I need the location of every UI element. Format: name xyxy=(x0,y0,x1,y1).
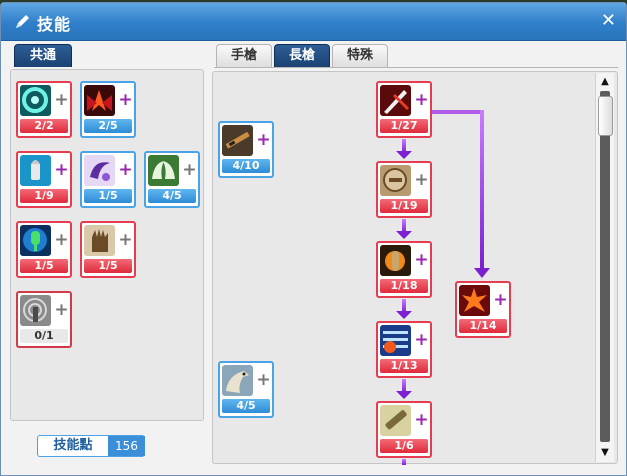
skill-card[interactable]: + 1/14 xyxy=(455,281,511,338)
skill-level: 1/9 xyxy=(20,189,68,203)
close-icon[interactable]: ✕ xyxy=(600,10,616,31)
add-point-icon[interactable]: + xyxy=(54,230,69,250)
skill-level: 2/2 xyxy=(20,119,68,133)
skill-level: 0/1 xyxy=(20,329,68,343)
skill-level: 1/5 xyxy=(20,259,68,273)
skill-card[interactable]: + 2/5 xyxy=(80,81,136,138)
mic-icon xyxy=(20,225,51,256)
cannon-icon xyxy=(380,405,411,436)
add-point-icon[interactable]: + xyxy=(414,90,429,110)
eagle-icon xyxy=(222,365,253,396)
skill-level: 1/14 xyxy=(459,319,507,333)
skill-card[interactable]: + 1/19 xyxy=(376,161,432,218)
glove-icon xyxy=(84,225,115,256)
tab-pistol[interactable]: 手槍 xyxy=(216,44,272,67)
rifle-icon xyxy=(222,125,253,156)
scrollbar[interactable]: ▲ ▼ xyxy=(595,73,614,462)
add-point-icon[interactable]: + xyxy=(414,250,429,270)
skill-points-value: 156 xyxy=(108,436,145,456)
add-point-icon[interactable]: + xyxy=(493,290,508,310)
add-point-icon[interactable]: + xyxy=(414,330,429,350)
skill-level: 4/5 xyxy=(222,399,270,413)
signal-icon xyxy=(20,295,51,326)
bullet-icon xyxy=(20,155,51,186)
add-point-icon[interactable]: + xyxy=(118,160,133,180)
add-point-icon[interactable]: + xyxy=(256,130,271,150)
skill-level: 1/5 xyxy=(84,259,132,273)
pen-icon xyxy=(16,15,29,28)
skill-card[interactable]: + 4/10 xyxy=(218,121,274,178)
add-point-icon[interactable]: + xyxy=(118,90,133,110)
skill-card[interactable]: + 2/2 xyxy=(16,81,72,138)
add-point-icon[interactable]: + xyxy=(54,90,69,110)
skill-card[interactable]: + 1/5 xyxy=(16,221,72,278)
scroll-track[interactable] xyxy=(600,91,610,442)
add-point-icon[interactable]: + xyxy=(414,170,429,190)
weapon-tabs: 手槍 長槍 特殊 xyxy=(214,44,618,68)
skill-level: 1/6 xyxy=(380,439,428,453)
window-title: 技能 xyxy=(37,15,72,34)
tab-divider xyxy=(214,67,618,68)
claw-icon xyxy=(84,155,115,186)
wing-icon xyxy=(148,155,179,186)
skill-points-label: 技能點 xyxy=(53,438,93,453)
scroll-thumb[interactable] xyxy=(598,96,613,136)
flame-wings-icon xyxy=(84,85,115,116)
add-point-icon[interactable]: + xyxy=(182,160,197,180)
scroll-down-icon[interactable]: ▼ xyxy=(601,447,609,458)
add-point-icon[interactable]: + xyxy=(54,160,69,180)
slash-icon xyxy=(380,85,411,116)
tab-common[interactable]: 共通 xyxy=(14,44,72,67)
skill-level: 4/5 xyxy=(148,189,196,203)
skill-card[interactable]: + 4/5 xyxy=(218,361,274,418)
add-point-icon[interactable]: + xyxy=(118,230,133,250)
skill-card[interactable]: + 1/6 xyxy=(376,401,432,458)
skill-card[interactable]: + 1/5 xyxy=(80,151,136,208)
tab-special[interactable]: 特殊 xyxy=(332,44,388,67)
title-bar[interactable]: 技能 ✕ xyxy=(1,3,626,41)
skill-card[interactable]: + 1/5 xyxy=(80,221,136,278)
add-point-icon[interactable]: + xyxy=(256,370,271,390)
skill-points-box: 技能點 156 xyxy=(37,435,145,457)
skill-level: 2/5 xyxy=(84,119,132,133)
skill-level: 1/18 xyxy=(380,279,428,293)
tab-rifle[interactable]: 長槍 xyxy=(274,44,330,67)
shield-badge-icon xyxy=(380,165,411,196)
skill-card[interactable]: + 4/5 xyxy=(144,151,200,208)
skill-card[interactable]: + 0/1 xyxy=(16,291,72,348)
burst-icon xyxy=(380,325,411,356)
skill-card[interactable]: + 1/18 xyxy=(376,241,432,298)
fire-shot-icon xyxy=(380,245,411,276)
skill-card[interactable]: + 1/13 xyxy=(376,321,432,378)
skill-level: 1/13 xyxy=(380,359,428,373)
skill-level: 1/19 xyxy=(380,199,428,213)
add-point-icon[interactable]: + xyxy=(414,410,429,430)
skill-card[interactable]: + 1/27 xyxy=(376,81,432,138)
swirl-icon xyxy=(20,85,51,116)
scroll-up-icon[interactable]: ▲ xyxy=(601,76,609,87)
skill-level: 1/5 xyxy=(84,189,132,203)
explosion-icon xyxy=(459,285,490,316)
skill-card[interactable]: + 1/9 xyxy=(16,151,72,208)
skill-level: 4/10 xyxy=(222,159,270,173)
skill-level: 1/27 xyxy=(380,119,428,133)
add-point-icon[interactable]: + xyxy=(54,300,69,320)
